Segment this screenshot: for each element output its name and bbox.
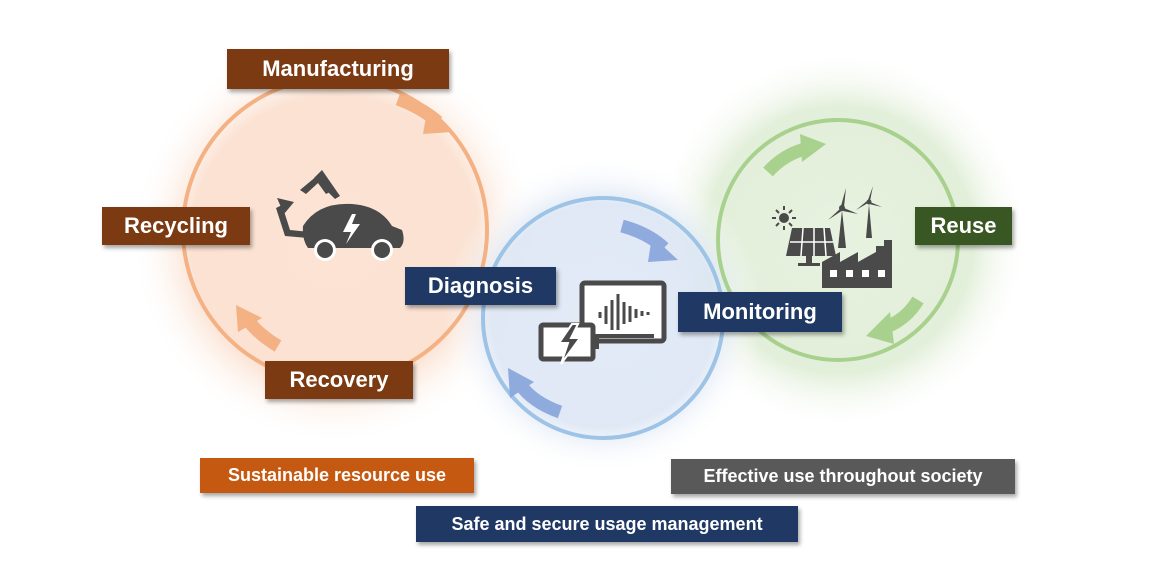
arrow-reuse-bottom-icon	[866, 296, 924, 344]
label-recovery: Recovery	[265, 361, 413, 399]
label-reuse: Reuse	[915, 207, 1012, 245]
label-manufacturing: Manufacturing	[227, 49, 449, 89]
arrow-diagnosis-icon	[620, 219, 678, 262]
category-effective-use-society: Effective use throughout society	[671, 459, 1015, 494]
arrow-recovery-icon	[236, 305, 282, 352]
solar-wind-factory-icon	[772, 186, 892, 288]
monitor-waveform-icon	[579, 280, 667, 344]
category-safe-secure-usage: Safe and secure usage management	[416, 506, 798, 542]
label-monitoring: Monitoring	[678, 292, 842, 332]
battery-charge-icon	[538, 322, 599, 365]
category-sustainable-resource-use: Sustainable resource use	[200, 458, 474, 493]
arrow-return-icon	[508, 368, 563, 419]
arrow-manufacturing-icon	[395, 92, 452, 134]
label-diagnosis: Diagnosis	[405, 267, 556, 305]
label-recycling: Recycling	[102, 207, 250, 245]
arrow-reuse-top-icon	[763, 134, 826, 177]
recycle-car-icon	[276, 170, 404, 261]
